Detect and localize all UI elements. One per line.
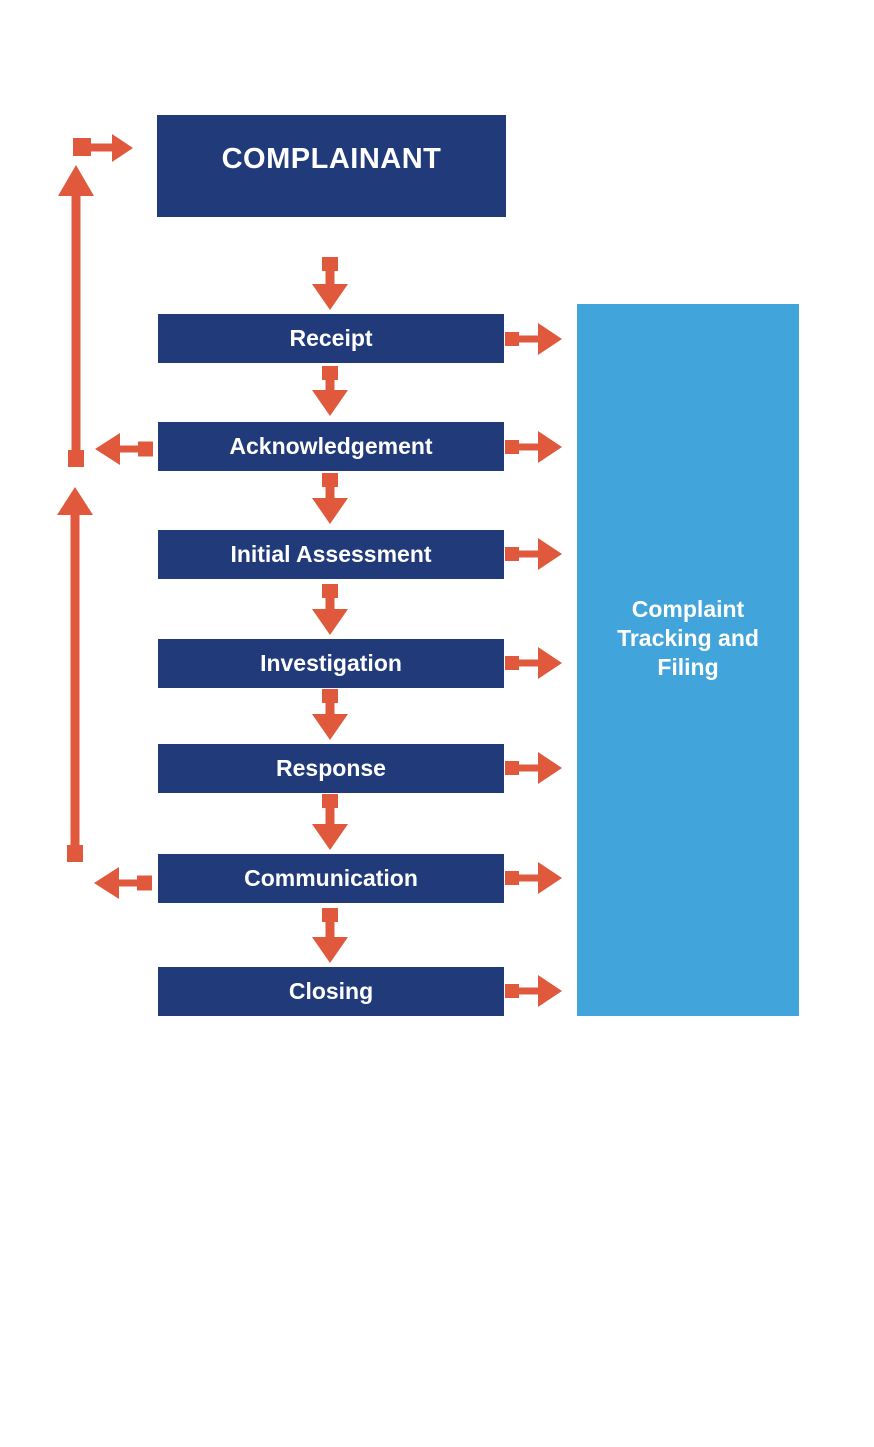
node-initial-assessment: Initial Assessment [158,530,504,579]
node-investigation-label: Investigation [260,650,402,676]
flow-arrow-response-to-communication [312,794,348,850]
feedback-line-communication-up [57,487,93,862]
tracking-label-line-2: Tracking and [617,625,759,652]
tracking-label-line-3: Filing [657,653,719,680]
node-initial-assessment-label: Initial Assessment [230,541,432,567]
feedback-line-acknowledgement-up [58,165,94,467]
feedback-arrow-acknowledgement-left [95,433,153,465]
log-arrow-receipt-to-tracking [505,323,562,355]
log-arrow-response-to-tracking [505,752,562,784]
node-investigation: Investigation [158,639,504,688]
node-closing: Closing [158,967,504,1016]
node-response: Response [158,744,504,793]
node-receipt: Receipt [158,314,504,363]
log-arrow-acknowledgement-to-tracking [505,431,562,463]
node-communication: Communication [158,854,504,903]
node-acknowledgement-label: Acknowledgement [229,433,433,459]
flow-arrow-initial-assessment-to-investigation [312,584,348,635]
node-closing-label: Closing [288,978,374,1004]
node-communication-label: Communication [244,865,418,891]
node-acknowledgement: Acknowledgement [158,422,504,471]
flow-arrow-communication-to-closing [312,908,348,963]
log-arrow-investigation-to-tracking [505,647,562,679]
feedback-arrow-into-complainant [73,134,133,162]
flow-arrow-complainant-to-receipt [312,257,348,310]
flow-arrow-receipt-to-acknowledgement [312,366,348,416]
feedback-arrow-communication-left [94,867,152,899]
flow-arrow-acknowledgement-to-initial-assessment [312,473,348,524]
node-complainant: COMPLAINANT [157,115,506,217]
log-arrow-communication-to-tracking [505,862,562,894]
flow-arrow-investigation-to-response [312,689,348,740]
tracking-label-line-1: Complaint [631,596,745,623]
node-complaint-tracking-and-filing: Complaint Tracking and Filing [577,304,799,1016]
log-arrow-initial-assessment-to-tracking [505,538,562,570]
node-complainant-label: COMPLAINANT [221,142,442,175]
node-response-label: Response [276,755,386,781]
log-arrow-closing-to-tracking [505,975,562,1007]
node-receipt-label: Receipt [289,325,373,351]
